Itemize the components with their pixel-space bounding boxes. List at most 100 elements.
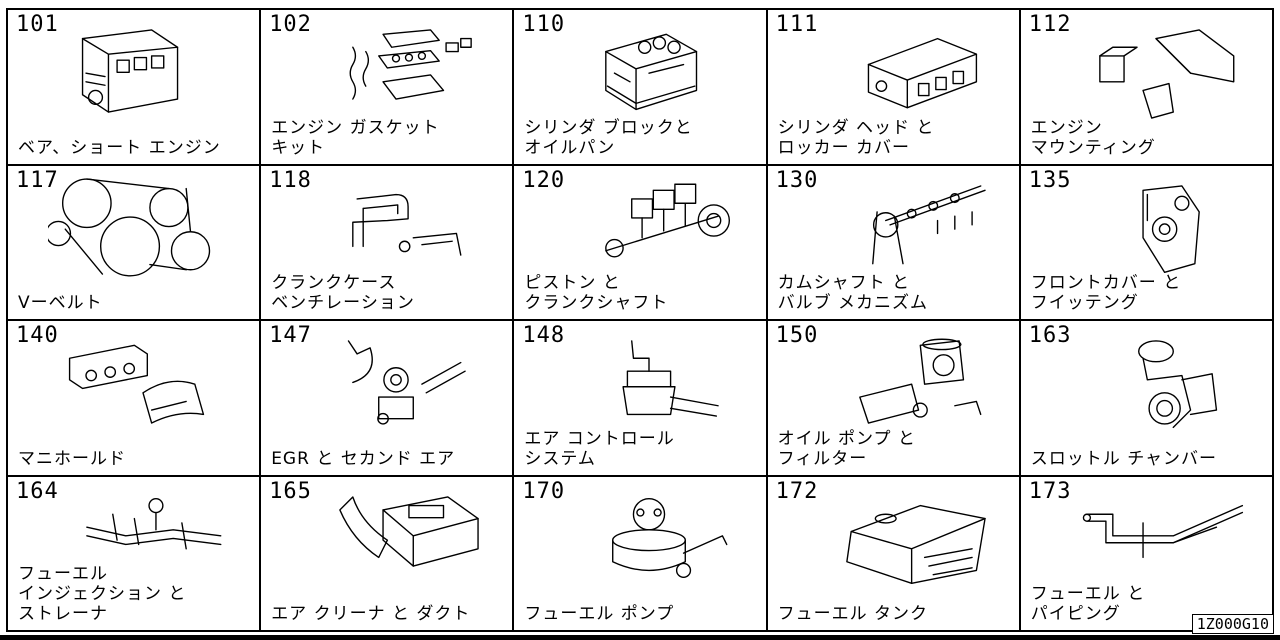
cylinder-block-icon: [605, 33, 698, 111]
fuel-pump-icon: [612, 497, 728, 578]
category-label: エンジンマウンティング: [1031, 118, 1268, 158]
category-label-line: フィルター: [777, 448, 868, 469]
category-label-line: エア コントロール: [524, 428, 675, 449]
category-label-line: マニホールド: [18, 448, 126, 469]
egr-valve-icon: [347, 340, 466, 425]
category-label: ピストン とクランクシャフト: [524, 273, 761, 313]
category-label: エア コントロールシステム: [524, 429, 761, 469]
category-label: エア クリーナ と ダクト: [271, 604, 508, 624]
category-label: シリンダ ヘッド とロッカー カバー: [778, 118, 1015, 158]
category-cell-118[interactable]: 118 クランクケースベンチレーション: [261, 165, 515, 321]
category-label-line: シリンダ ヘッド と: [777, 117, 935, 138]
category-label-line: ストレーナ: [18, 604, 108, 624]
parts-category-grid: 101 ベア、ショート エンジン 102 エンジン ガスケットキット 110 シリンダ ブ…: [6, 8, 1274, 632]
category-label: エンジン ガスケットキット: [271, 118, 508, 158]
bottom-rule: [0, 635, 1280, 640]
category-label-line: オイルパン: [524, 137, 616, 158]
category-label: クランクケースベンチレーション: [271, 273, 508, 313]
category-label-line: マウンティング: [1030, 137, 1156, 158]
category-cell-112[interactable]: 112 エンジンマウンティング: [1020, 10, 1274, 166]
category-label-line: バルブ メカニズム: [777, 293, 928, 313]
cylinder-head-icon: [867, 37, 977, 109]
category-cell-110[interactable]: 110 シリンダ ブロックとオイルパン: [514, 10, 768, 166]
category-cell-173[interactable]: 173 フューエル とパイピング: [1020, 476, 1274, 632]
category-label: フューエル ポンプ: [524, 604, 761, 624]
category-cell-163[interactable]: 163 スロットル チャンバー: [1020, 321, 1274, 477]
category-label-line: パイピング: [1030, 604, 1121, 624]
category-cell-102[interactable]: 102 エンジン ガスケットキット: [261, 10, 515, 166]
fuel-piping-icon: [1082, 504, 1243, 558]
category-cell-130[interactable]: 130 カムシャフト とバルブ メカニズム: [767, 165, 1021, 321]
category-cell-140[interactable]: 140 マニホールド: [8, 321, 262, 477]
category-label-line: ベンチレーション: [271, 293, 415, 313]
category-label-line: ベア、ショート エンジン: [18, 137, 221, 158]
category-label-line: エンジン ガスケット: [271, 117, 440, 138]
category-label-line: フロントカバー と: [1030, 273, 1182, 293]
category-code: 111: [775, 12, 819, 37]
category-label-line: オイル ポンプ と: [777, 428, 916, 449]
category-cell-135[interactable]: 135 フロントカバー とフイッテング: [1020, 165, 1274, 321]
category-code: 163: [1028, 323, 1072, 348]
category-code: 135: [1028, 167, 1072, 193]
category-label: ベア、ショート エンジン: [18, 138, 255, 158]
category-label-line: EGR と セカンド エア: [271, 448, 456, 469]
category-label: スロットル チャンバー: [1031, 449, 1268, 469]
category-code: 147: [269, 323, 312, 348]
category-label: フロントカバー とフイッテング: [1031, 273, 1268, 313]
manifold-icon: [68, 344, 205, 424]
category-label: Vーベルト: [18, 293, 255, 313]
category-label-line: インジェクション と: [18, 584, 187, 604]
category-code: 150: [775, 323, 819, 348]
category-label-line: フューエル と: [1030, 584, 1146, 604]
category-label-line: エア クリーナ と ダクト: [271, 604, 471, 624]
category-code: 130: [775, 167, 819, 193]
category-cell-101[interactable]: 101 ベア、ショート エンジン: [8, 10, 262, 166]
category-code: 110: [522, 12, 566, 37]
air-cleaner-icon: [339, 495, 479, 567]
category-code: 118: [269, 167, 312, 193]
oil-pump-filter-icon: [858, 338, 982, 424]
category-code: 172: [775, 478, 819, 504]
category-code: 102: [269, 12, 312, 37]
front-cover-icon: [1142, 184, 1200, 273]
category-label-line: カムシャフト と: [777, 273, 910, 293]
crankcase-hose-icon: [352, 193, 462, 256]
category-label-line: シリンダ ブロックと: [524, 117, 693, 138]
category-code: 112: [1028, 12, 1072, 37]
category-label: シリンダ ブロックとオイルパン: [524, 118, 761, 158]
v-belt-icon: [48, 177, 211, 276]
piston-crankshaft-icon: [605, 183, 731, 257]
category-code: 173: [1028, 478, 1072, 504]
category-label-line: クランクケース: [271, 273, 397, 293]
category-code: 140: [16, 323, 59, 348]
catalog-id-label: 1Z000G10: [1191, 614, 1274, 634]
category-cell-111[interactable]: 111 シリンダ ヘッド とロッカー カバー: [767, 10, 1021, 166]
camshaft-icon: [871, 184, 986, 264]
throttle-chamber-icon: [1137, 340, 1217, 429]
category-label: フューエル とパイピング: [1031, 584, 1268, 624]
category-label: カムシャフト とバルブ メカニズム: [778, 273, 1015, 313]
engine-block-icon: [81, 29, 179, 113]
category-label-line: クランクシャフト: [524, 293, 669, 313]
category-cell-150[interactable]: 150 オイル ポンプ とフィルター: [767, 321, 1021, 477]
category-label-line: フイッテング: [1030, 293, 1139, 313]
category-label-line: フューエル: [18, 564, 108, 584]
category-cell-172[interactable]: 172 フューエル タンク: [767, 476, 1021, 632]
category-label-line: ロッカー カバー: [777, 137, 910, 158]
category-label-line: フューエル ポンプ: [524, 604, 675, 624]
category-label: フューエルインジェクション とストレーナ: [18, 564, 255, 624]
fuel-injection-icon: [86, 497, 222, 549]
category-code: 101: [16, 12, 59, 37]
category-label-line: フューエル タンク: [777, 604, 928, 624]
category-label-line: ピストン と: [524, 273, 621, 293]
category-label-line: システム: [524, 448, 596, 469]
category-label-line: Vーベルト: [18, 293, 103, 313]
category-code: 117: [16, 167, 59, 193]
